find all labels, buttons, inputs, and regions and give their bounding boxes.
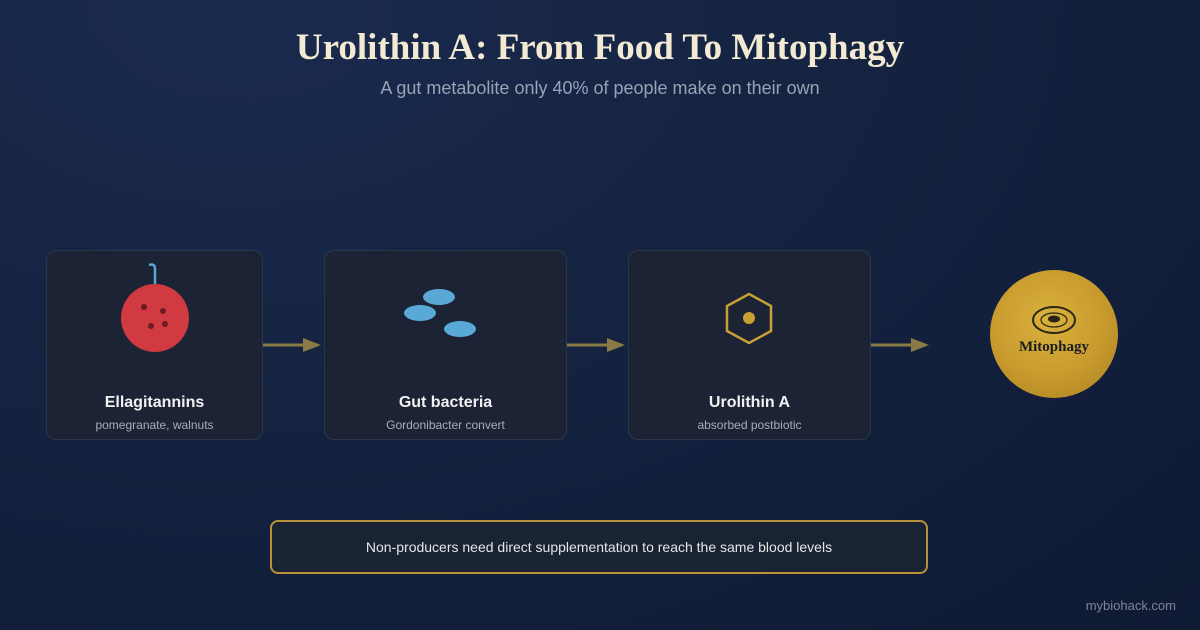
source-credit: mybiohack.com — [1085, 598, 1176, 613]
step-label: Urolithin A — [708, 394, 791, 411]
arrow-right-icon — [871, 338, 929, 352]
arrow-right-icon — [567, 338, 625, 352]
step-sublabel: Gordonibacter convert — [386, 418, 505, 432]
step-card-gut-bacteria: Gut bacteria Gordonibacter convert — [324, 250, 567, 440]
pomegranate-icon — [121, 263, 189, 352]
mitochondrion-icon — [1032, 306, 1076, 334]
step-card-ellagitannins: Ellagitannins pomegranate, walnuts — [46, 250, 263, 440]
callout-note: Non-producers need direct supplementatio… — [270, 520, 928, 574]
step-card-urolithin-a: Urolithin A absorbed postbiotic — [628, 250, 871, 440]
page-title: Urolithin A: From Food To Mitophagy — [295, 27, 905, 68]
step-sublabel: absorbed postbiotic — [697, 418, 802, 432]
endpoint-label: Mitophagy — [1018, 339, 1089, 355]
step-label: Gut bacteria — [398, 394, 493, 411]
bacteria-icon — [404, 289, 476, 337]
arrow-right-icon — [263, 338, 321, 352]
hexagon-molecule-icon — [725, 292, 773, 345]
step-label: Ellagitannins — [104, 394, 205, 411]
step-sublabel: pomegranate, walnuts — [95, 418, 214, 432]
mitophagy-endpoint: Mitophagy — [990, 270, 1118, 398]
page-subtitle: A gut metabolite only 40% of people make… — [380, 78, 820, 98]
